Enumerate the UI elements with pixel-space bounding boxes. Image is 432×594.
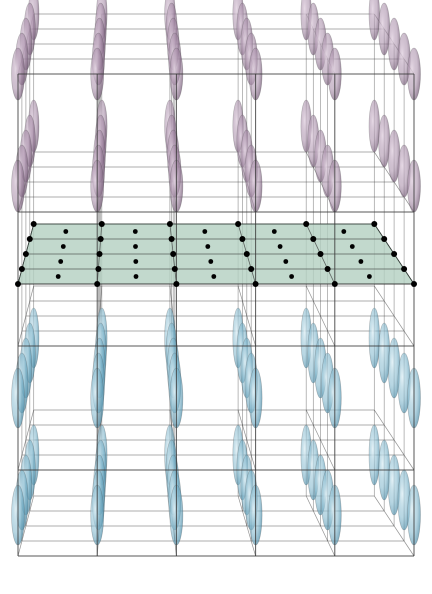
interface-plane: [18, 224, 414, 284]
interface-node: [235, 221, 241, 227]
interface-node: [31, 221, 37, 227]
interface-node: [15, 281, 21, 287]
interface-node: [332, 281, 338, 287]
interface-node: [170, 251, 176, 257]
interface-node: [244, 251, 250, 257]
interface-node: [272, 229, 277, 234]
interface-node: [27, 236, 33, 242]
lower-particle: [369, 425, 380, 485]
interface-node: [98, 236, 104, 242]
interface-node: [99, 221, 105, 227]
interface-node: [58, 259, 63, 264]
lattice-front-edges: [18, 74, 414, 556]
interface-node: [248, 266, 254, 272]
interface-node: [391, 251, 397, 257]
interface-node: [23, 251, 29, 257]
interface-node: [167, 221, 173, 227]
lower-particle: [369, 308, 380, 368]
interface-node: [205, 244, 210, 249]
interface-node: [133, 259, 138, 264]
interface-node: [63, 229, 68, 234]
interface-node: [173, 281, 179, 287]
interface-node: [97, 251, 103, 257]
lower-particle-layer: [12, 308, 421, 545]
interface-node: [283, 259, 288, 264]
interface-node: [94, 281, 100, 287]
interface-node: [303, 221, 309, 227]
upper-particle-layer: [12, 0, 421, 212]
interface-node: [172, 266, 178, 272]
interface-node: [325, 266, 331, 272]
interface-node: [381, 236, 387, 242]
interface-node: [318, 251, 324, 257]
interface-node: [134, 274, 139, 279]
interface-node: [208, 259, 213, 264]
interface-node: [411, 281, 417, 287]
interface-node: [56, 274, 61, 279]
interface-node: [310, 236, 316, 242]
interface-node: [202, 229, 207, 234]
interface-node: [19, 266, 25, 272]
interface-node: [211, 274, 216, 279]
interface-node: [133, 244, 138, 249]
interface-node: [350, 244, 355, 249]
lattice-back-edges: [18, 14, 414, 556]
interface-node: [61, 244, 66, 249]
interface-node: [239, 236, 245, 242]
interface-node: [95, 266, 101, 272]
upper-particle: [369, 100, 380, 152]
interface-node: [359, 259, 364, 264]
interface-node: [133, 229, 138, 234]
interface-node: [367, 274, 372, 279]
interface-node: [401, 266, 407, 272]
interface-node: [169, 236, 175, 242]
interface-node: [278, 244, 283, 249]
interface-node: [289, 274, 294, 279]
interface-node: [371, 221, 377, 227]
interface-node: [341, 229, 346, 234]
upper-particle: [369, 0, 380, 40]
interface-node: [253, 281, 259, 287]
